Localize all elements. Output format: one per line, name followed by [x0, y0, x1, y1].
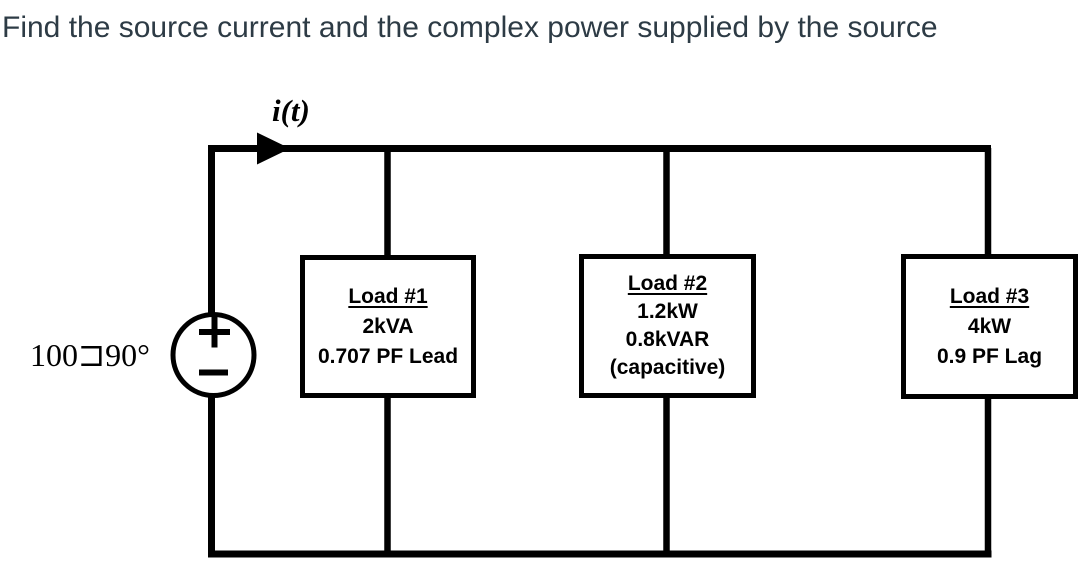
load3-line: 4kW	[967, 314, 1012, 338]
load2-line: 1.2kW	[637, 300, 698, 323]
load1-box: Load #1 2kVA 0.707 PF Lead	[300, 255, 476, 398]
page-title: Find the source current and the complex …	[2, 11, 938, 44]
load1-line: 2kVA	[362, 314, 414, 338]
load3-box: Load #3 4kW 0.9 PF Lag	[901, 254, 1078, 399]
source-voltage-label: 100⊐90°	[30, 337, 150, 373]
load3-title: Load #3	[949, 284, 1030, 308]
load2-box: Load #2 1.2kW 0.8kVAR (capacitive)	[579, 254, 756, 398]
load2-line: (capacitive)	[609, 356, 726, 379]
load2-title: Load #2	[627, 272, 708, 295]
source-plus-sign	[199, 316, 230, 348]
load2-line: 0.8kVAR	[625, 328, 710, 351]
current-arrow-icon	[257, 132, 290, 165]
load1-title: Load #1	[348, 284, 428, 308]
load1-line: 0.707 PF Lead	[317, 344, 459, 368]
current-label: i(t)	[272, 93, 310, 128]
voltage-source-symbol	[170, 312, 257, 398]
load3-line: 0.9 PF Lag	[936, 344, 1043, 368]
